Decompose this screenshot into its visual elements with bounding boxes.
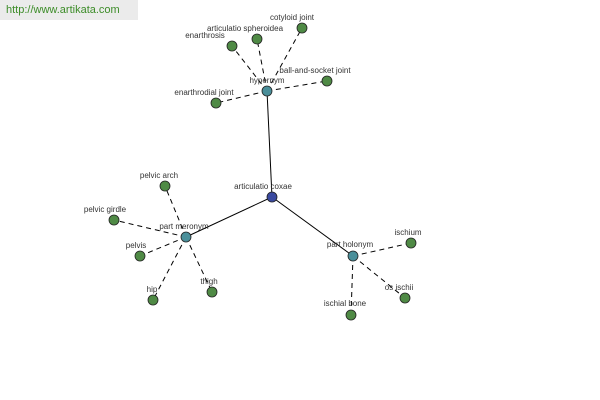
edge-meronym-thigh (185, 236, 213, 293)
graph-nodes (108, 22, 417, 321)
edge-holonym-ischialbone (350, 255, 354, 316)
edge-holonym-ischium (352, 242, 412, 257)
node-enarthrodial[interactable] (210, 97, 222, 109)
label-ischialbone: ischial bone (324, 299, 367, 308)
label-thigh: thigh (200, 277, 217, 286)
edge-meronym-pelvicgirdle (113, 219, 187, 238)
label-pelvicarch: pelvic arch (140, 171, 178, 180)
label-hypernym: hypernym (249, 76, 284, 85)
node-pelvicarch[interactable] (159, 180, 171, 192)
node-osischii[interactable] (399, 292, 411, 304)
edge-root-meronym (185, 196, 273, 238)
edge-meronym-pelvis (139, 236, 187, 257)
label-cotyloid: cotyloid joint (270, 13, 315, 22)
label-ischium: ischium (394, 228, 421, 237)
edge-holonym-osischii (352, 255, 406, 299)
label-osischii: os ischii (385, 283, 414, 292)
site-watermark: http://www.artikata.com (0, 0, 138, 20)
edge-hypernym-enarthrosis (231, 45, 268, 92)
node-holonym[interactable] (347, 250, 359, 262)
node-hip[interactable] (147, 294, 159, 306)
edge-meronym-hip (152, 236, 187, 301)
node-hypernym[interactable] (261, 85, 273, 97)
node-thigh[interactable] (206, 286, 218, 298)
edge-meronym-pelvicarch (164, 185, 187, 238)
label-hip: hip (147, 285, 158, 294)
label-pelvicgirdle: pelvic girdle (84, 205, 127, 214)
label-pelvis: pelvis (126, 241, 146, 250)
label-meronym: part meronym (159, 222, 209, 231)
graph-edges (113, 27, 412, 316)
label-holonym: part holonym (327, 240, 374, 249)
node-pelvis[interactable] (134, 250, 146, 262)
edge-hypernym-ballsocket (266, 80, 328, 92)
node-root[interactable] (266, 191, 278, 203)
edge-hypernym-cotyloid (266, 27, 303, 92)
label-enarthrodial: enarthrodial joint (174, 88, 234, 97)
label-spheroidea: articulatio spheroidea (207, 24, 284, 33)
edge-root-hypernym (266, 90, 273, 198)
node-enarthrosis[interactable] (226, 40, 238, 52)
node-ischialbone[interactable] (345, 309, 357, 321)
node-pelvicgirdle[interactable] (108, 214, 120, 226)
edge-root-holonym (271, 196, 354, 257)
node-ballsocket[interactable] (321, 75, 333, 87)
label-enarthrosis: enarthrosis (185, 31, 225, 40)
node-cotyloid[interactable] (296, 22, 308, 34)
node-spheroidea[interactable] (251, 33, 263, 45)
node-meronym[interactable] (180, 231, 192, 243)
label-root: articulatio coxae (234, 182, 292, 191)
label-ballsocket: ball-and-socket joint (279, 66, 351, 75)
node-ischium[interactable] (405, 237, 417, 249)
